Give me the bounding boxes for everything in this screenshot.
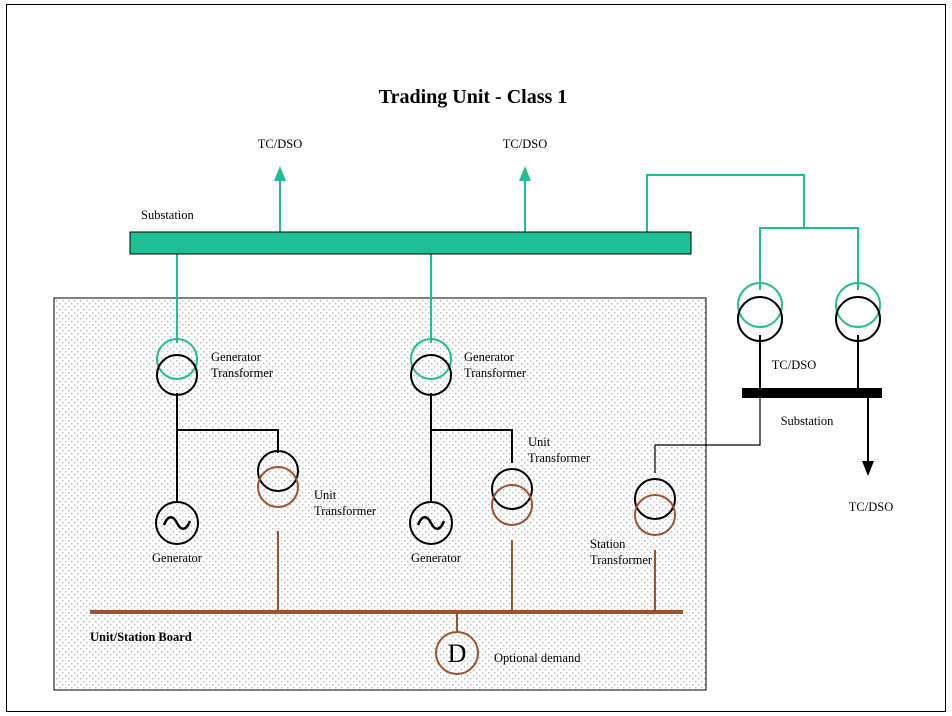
generator-2-icon (409, 501, 453, 545)
unit-transformer-1 (257, 450, 299, 508)
diagram-frame: Trading Unit - Class 1 (6, 4, 946, 712)
demand-icon (435, 631, 479, 675)
board-label: Unit/Station Board (90, 630, 192, 644)
generator-1-label: Generator (152, 551, 203, 565)
tc-dso-label-2: TC/DSO (503, 137, 547, 151)
substation-label: Substation (141, 208, 195, 222)
tie-split (759, 227, 859, 290)
generator-transformer-2 (410, 338, 452, 396)
generator-transformer-1-label-line2: Transformer (211, 366, 274, 380)
teal-network (176, 174, 859, 343)
unit-transformer-2-label-line2: Transformer (528, 451, 591, 465)
generator-transformer-2-label-line2: Transformer (464, 366, 527, 380)
substation-transformer-1 (737, 282, 783, 342)
substation-busbar (129, 231, 692, 255)
export-arrowhead-2 (519, 166, 531, 181)
demand-symbol: D (448, 639, 467, 668)
generator-2-label: Generator (411, 551, 462, 565)
tie-line (646, 174, 805, 232)
unit-transformer-1-label-line1: Unit (314, 488, 337, 502)
export-arrowhead-1 (274, 166, 286, 181)
trading-unit-diagram: Trading Unit - Class 1 (53, 86, 893, 691)
ut2-feed (431, 429, 513, 463)
right-substation-busbar (742, 388, 882, 398)
optional-demand-label: Optional demand (494, 651, 581, 665)
station-feed (654, 398, 761, 473)
substation-transformer-2 (835, 282, 881, 342)
generator-1 (155, 501, 199, 545)
station-area (53, 297, 707, 691)
generator-transformer-2-label-line1: Generator (464, 350, 515, 364)
generator-transformer-1 (156, 338, 198, 396)
outgoing-arrowhead (862, 461, 874, 476)
generator-1-icon (155, 501, 199, 545)
brown-network (277, 531, 656, 632)
diagram-title: Trading Unit - Class 1 (379, 86, 568, 108)
sine-wave-icon (162, 516, 192, 530)
unit-transformer-1-label-line2: Transformer (314, 504, 377, 518)
right-substation-label: Substation (781, 414, 835, 428)
tc-dso-label-4: TC/DSO (849, 500, 893, 514)
optional-demand: D (435, 631, 479, 675)
ut1-feed (177, 429, 279, 453)
unit-transformer-2 (491, 468, 533, 526)
generator-transformer-1-label-line1: Generator (211, 350, 262, 364)
station-transformer-label-line1: Station (590, 537, 626, 551)
station-transformer-label-line2: Transformer (590, 553, 653, 567)
tc-dso-label-1: TC/DSO (258, 137, 302, 151)
black-connections (176, 335, 869, 502)
station-transformer (634, 478, 676, 536)
unit-transformer-2-label-line1: Unit (528, 435, 551, 449)
generator-2 (409, 501, 453, 545)
sine-wave-icon (416, 516, 446, 530)
tc-dso-label-3: TC/DSO (772, 358, 816, 372)
unit-station-board (90, 610, 683, 614)
